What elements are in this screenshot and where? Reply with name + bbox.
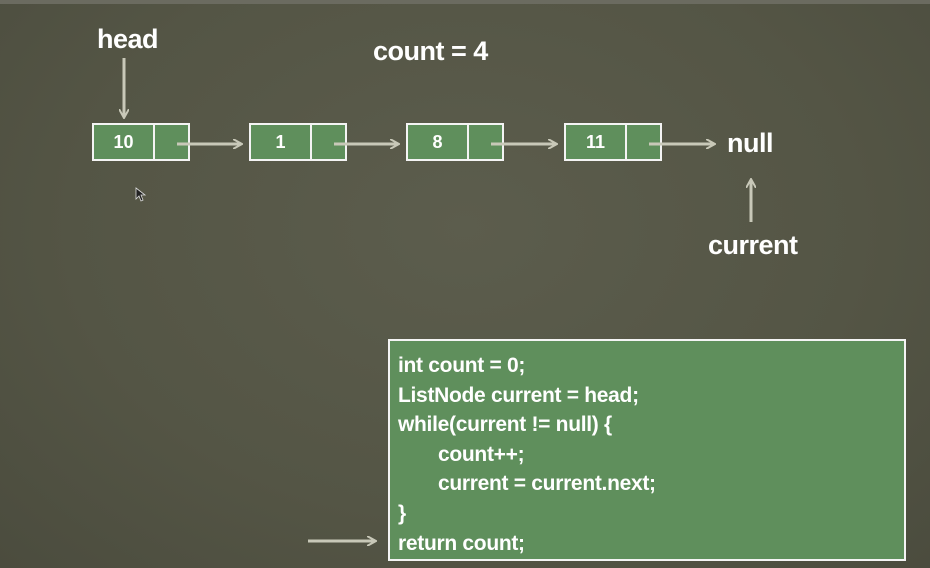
mouse-cursor-icon bbox=[135, 187, 147, 202]
code-line: ListNode current = head; bbox=[398, 383, 639, 407]
list-node-1: 10 bbox=[92, 123, 190, 161]
code-line-current: return count; bbox=[398, 531, 525, 555]
code-line: count++; bbox=[438, 442, 525, 466]
list-node-2: 1 bbox=[249, 123, 347, 161]
code-line: int count = 0; bbox=[398, 354, 526, 377]
node-value: 8 bbox=[408, 125, 469, 159]
code-line: current = current.next; bbox=[438, 472, 656, 496]
head-label: head bbox=[97, 24, 159, 54]
top-border bbox=[0, 0, 930, 4]
list-node-3: 8 bbox=[406, 123, 504, 161]
list-node-4: 11 bbox=[564, 123, 662, 161]
current-label: current bbox=[708, 230, 798, 260]
code-box: int count = 0; ListNode current = head; … bbox=[388, 339, 906, 561]
code-line: } bbox=[398, 501, 406, 525]
null-label: null bbox=[727, 128, 774, 158]
node-value: 10 bbox=[94, 125, 155, 159]
count-label: count = 4 bbox=[373, 36, 488, 66]
code-line: while(current != null) { bbox=[398, 413, 612, 437]
node-value: 11 bbox=[566, 125, 627, 159]
node-value: 1 bbox=[251, 125, 312, 159]
